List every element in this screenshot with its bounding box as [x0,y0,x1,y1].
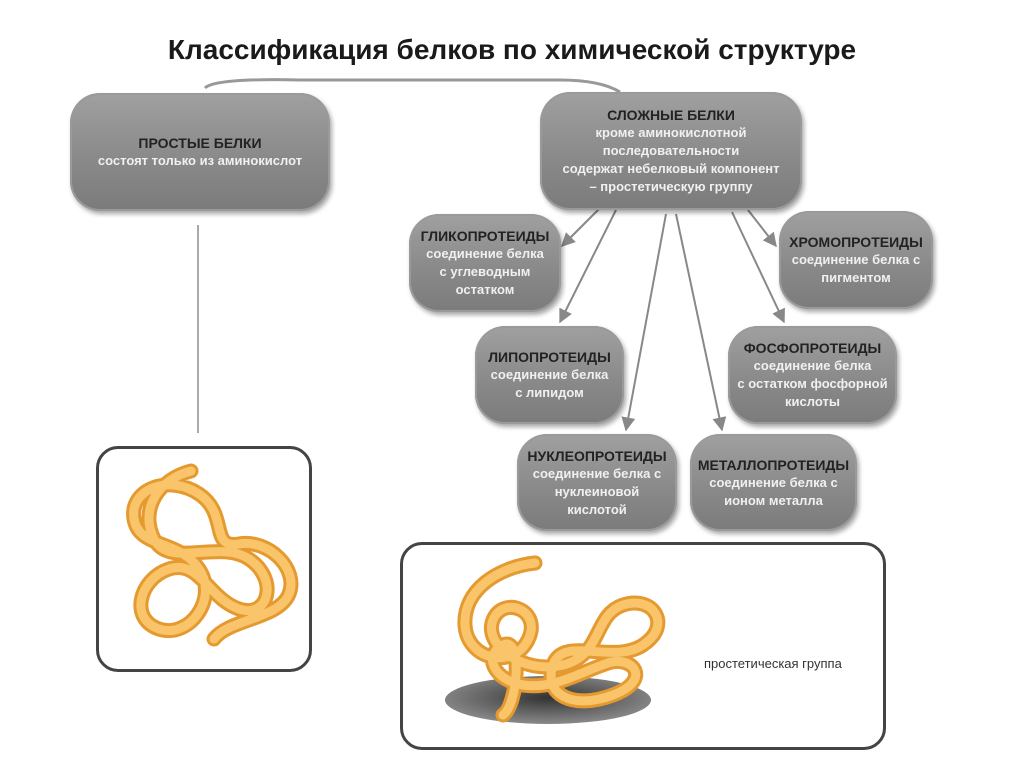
simple-proteins-node: ПРОСТЫЕ БЕЛКИ состоят только из аминокис… [70,93,330,211]
simple-protein-image-frame [96,446,312,672]
chromoproteins-text: соединение белка с пигментом [791,252,921,285]
phosphoproteins-heading: ФОСФОПРОТЕИДЫ [743,340,882,356]
complex-proteins-heading: СЛОЖНЫЕ БЕЛКИ [607,107,735,123]
complex-proteins-text: кроме аминокислотной последовательности … [562,125,780,194]
arrow-phospho [731,211,785,324]
glycoproteins-heading: ГЛИКОПРОТЕИДЫ [420,228,550,244]
complex-protein-coil-illustration [445,555,666,724]
arrow-lipo [559,209,617,324]
prosthetic-group-label: простетическая группа [704,656,842,671]
nucleoproteins-node: НУКЛЕОПРОТЕИДЫ соединение белка с нуклеи… [517,434,677,531]
top-bracket-line [203,78,621,94]
glycoproteins-node: ГЛИКОПРОТЕИДЫ соединение белка с углевод… [409,214,561,312]
chromoproteins-node: ХРОМОПРОТЕИДЫ соединение белка с пигмент… [779,211,933,309]
simple-proteins-heading: ПРОСТЫЕ БЕЛКИ [138,135,262,151]
simple-protein-coil-illustration [126,463,299,647]
nucleoproteins-heading: НУКЛЕОПРОТЕИДЫ [527,447,667,464]
complex-proteins-node: СЛОЖНЫЕ БЕЛКИ кроме аминокислотной после… [540,92,802,210]
simple-proteins-text: состоят только из аминокислот [97,153,303,168]
nucleoproteins-text: соединение белка с нуклеиновой кислотой [532,465,662,517]
glycoproteins-text: соединение белка с углеводным остатком [426,246,544,297]
metalloproteins-node: МЕТАЛЛОПРОТЕИДЫ соединение белка с ионом… [690,434,857,531]
phosphoproteins-node: ФОСФОПРОТЕИДЫ соединение белка с остатко… [728,326,897,424]
lipoproteins-text: соединение белка с липидом [490,367,609,400]
lipoproteins-heading: ЛИПОПРОТЕИДЫ [488,349,611,365]
complex-protein-image-frame [400,542,886,750]
lipoproteins-node: ЛИПОПРОТЕИДЫ соединение белка с липидом [475,326,624,424]
arrow-glyco [561,207,601,247]
arrow-chromo [747,209,777,248]
arrow-metallo [675,213,727,432]
page-title: Классификация белков по химической струк… [167,34,857,65]
phosphoproteins-text: соединение белка с остатком фосфорной ки… [737,358,888,409]
chromoproteins-heading: ХРОМОПРОТЕИДЫ [789,234,923,250]
metalloproteins-heading: МЕТАЛЛОПРОТЕИДЫ [697,456,850,473]
arrow-nucleo [621,213,667,432]
metalloproteins-text: соединение белка с ионом металла [709,474,838,508]
